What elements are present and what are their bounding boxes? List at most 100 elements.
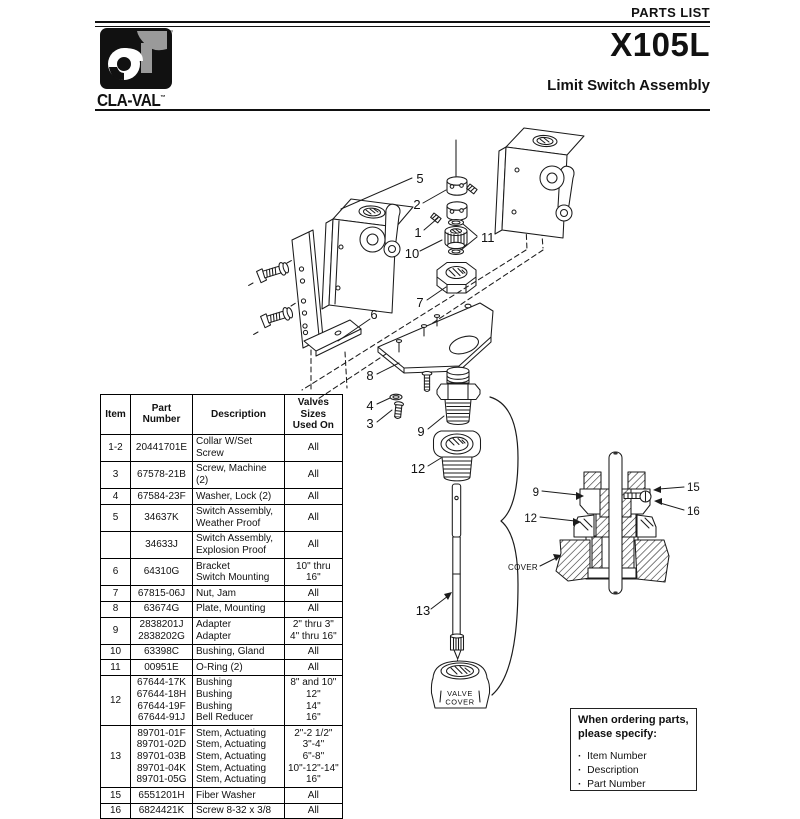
callout-8: 8 <box>366 368 373 383</box>
description-cell: Switch Assembly,Weather Proof <box>192 503 285 532</box>
ordering-list-item: Item Number <box>578 750 689 764</box>
sizes-cell: 10" thru 16" <box>284 558 343 587</box>
callout-leaders <box>337 177 685 610</box>
item-cell: 5 <box>100 503 131 532</box>
doc-type-label: PARTS LIST <box>631 5 710 20</box>
actuating-stem <box>449 483 465 670</box>
item-cell <box>100 530 131 560</box>
logo-gray-bar <box>141 43 152 73</box>
sizes-cell: All <box>284 600 343 618</box>
inset-cross-section <box>555 451 670 595</box>
callout-4: 4 <box>366 398 373 413</box>
callout-labels: 5 2 1 11 10 7 6 8 4 3 9 12 13 9 12 15 16… <box>366 171 699 707</box>
bushing <box>432 430 482 482</box>
description-cell: Screw 8-32 x 3/8 <box>192 802 285 819</box>
machine-screw <box>421 370 433 393</box>
sizes-cell: All <box>284 787 343 804</box>
inset-cover-label: COVER <box>508 563 538 572</box>
sizes-cell: All <box>284 433 343 462</box>
ordering-title-line1: When ordering parts, <box>578 714 689 726</box>
cla-val-logo: ™ <box>100 28 173 89</box>
description-cell: Plate, Mounting <box>192 600 285 618</box>
brand-trademark: ™ <box>160 95 166 102</box>
inset-callout-16: 16 <box>687 506 700 518</box>
brand-text: CLA-VAL <box>97 90 161 110</box>
ordering-list: Item NumberDescriptionPart Number <box>578 750 689 793</box>
inset-callout-15: 15 <box>687 482 700 494</box>
callout-13: 13 <box>416 603 430 618</box>
sizes-cell: 2"-2 1/2"3"-4"6"-8"10"-12"-14"16" <box>284 725 343 789</box>
part-number-cell: 64310G <box>130 558 193 587</box>
valve-cover-label-line1: VALVE <box>447 689 473 698</box>
ordering-instructions-box: When ordering parts, please specify: Ite… <box>570 708 697 791</box>
item-cell: 13 <box>100 725 131 789</box>
lock-washer <box>389 393 403 401</box>
column-header: Description <box>192 394 285 435</box>
callout-2: 2 <box>413 197 420 212</box>
sizes-cell: All <box>284 460 343 490</box>
machine-screw <box>393 401 405 419</box>
valve-cover-label-line2: COVER <box>445 698 474 707</box>
description-cell: Switch Assembly,Explosion Proof <box>192 530 285 560</box>
callout-1: 1 <box>414 225 421 240</box>
description-cell: Fiber Washer <box>192 787 285 804</box>
adapter <box>436 366 481 425</box>
part-number-cell: 63674G <box>130 600 193 618</box>
ordering-list-item: Part Number <box>578 778 689 792</box>
sizes-cell: All <box>284 643 343 661</box>
part-number-cell: 6824421K <box>130 802 193 819</box>
collar-with-set-screw-upper <box>446 176 478 196</box>
sizes-cell: All <box>284 488 343 505</box>
bracket-screw <box>260 307 294 329</box>
item-cell: 6 <box>100 558 131 587</box>
inset-callout-12: 12 <box>524 513 537 525</box>
plate-screw-pins <box>395 314 441 353</box>
callout-10: 10 <box>405 246 419 261</box>
logo-trademark: ™ <box>167 29 173 36</box>
nut-section-left <box>583 471 602 490</box>
callout-3: 3 <box>366 416 373 431</box>
item-cell: 10 <box>100 643 131 661</box>
part-number-cell: 6551201H <box>130 787 193 804</box>
sizes-cell: 8" and 10"12"14"16" <box>284 674 343 727</box>
item-cell: 11 <box>100 659 131 676</box>
logo-swirl-tail <box>124 48 143 61</box>
page-subtitle: Limit Switch Assembly <box>547 77 710 94</box>
part-number-cell: 34637K <box>130 503 193 532</box>
ordering-list-item: Description <box>578 764 689 778</box>
description-cell: Screw, Machine (2) <box>192 460 285 490</box>
jam-nut <box>436 261 477 294</box>
sizes-cell: All <box>284 659 343 676</box>
item-cell: 3 <box>100 460 131 490</box>
part-number-cell: 34633J <box>130 530 193 560</box>
part-number-cell: 00951E <box>130 659 193 676</box>
o-ring-upper <box>447 218 465 227</box>
sizes-cell: All <box>284 503 343 532</box>
part-number-cell: 67815-06J <box>130 585 193 602</box>
callout-11: 11 <box>481 230 495 245</box>
switch-assembly-weatherproof <box>321 198 414 314</box>
column-header: Item <box>100 394 131 435</box>
item-cell: 8 <box>100 600 131 618</box>
exploded-diagram: 5 2 1 11 10 7 6 8 4 3 9 12 13 9 12 15 16… <box>245 127 700 709</box>
mounting-plate <box>377 302 494 374</box>
cover-section-left <box>555 539 591 582</box>
callout-9: 9 <box>417 424 424 439</box>
